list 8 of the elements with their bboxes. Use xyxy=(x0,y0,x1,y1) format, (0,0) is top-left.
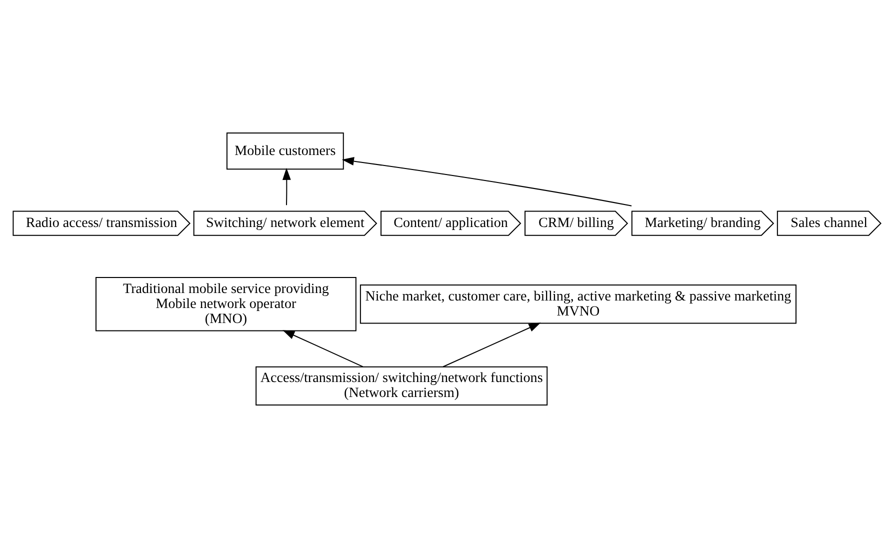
node-box: Access/transmission/ switching/network functions (Network carriersm) xyxy=(255,366,548,405)
node-box: Mobile customers xyxy=(226,132,344,170)
arrow xyxy=(282,330,363,367)
node-box: Niche market, customer care, billing, active marketing & passive marketing MVNO xyxy=(359,284,796,324)
arrow xyxy=(442,322,540,367)
arrow xyxy=(341,156,632,206)
node-box: Traditional mobile service providing Mobile network operator (MNO) xyxy=(95,276,356,331)
arrow xyxy=(282,167,290,205)
